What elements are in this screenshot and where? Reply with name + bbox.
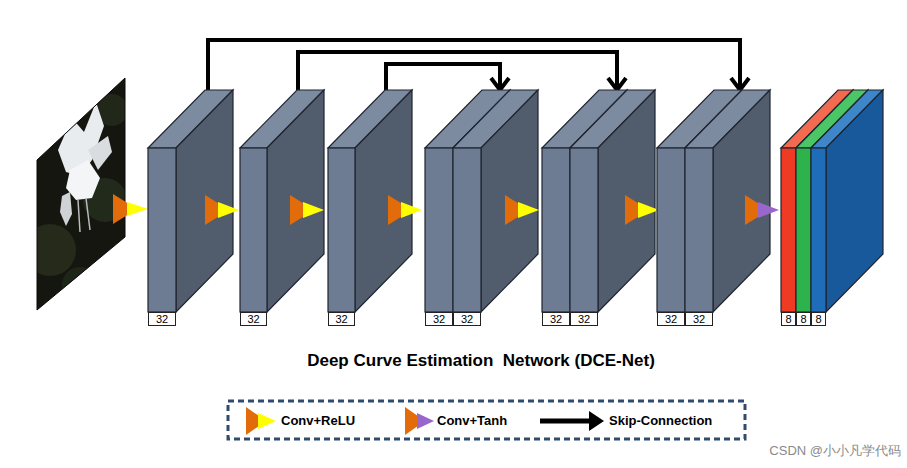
channel-count: 32	[453, 312, 481, 326]
bird-legs	[78, 198, 90, 232]
block-shape	[328, 90, 412, 312]
channel-count: 32	[425, 312, 453, 326]
conv-layer-block: 32	[328, 90, 412, 326]
slab-front	[811, 148, 826, 312]
block-shape	[240, 90, 324, 312]
bird-neck	[60, 192, 72, 226]
slab-side	[355, 90, 412, 312]
slab-front	[570, 148, 598, 312]
conv-relu-symbol	[638, 202, 659, 218]
conv-layer-block: 32	[148, 90, 233, 326]
block-shape	[781, 90, 883, 312]
diagram-title: Deep Curve Estimation Network (DCE-Net)	[307, 351, 655, 371]
conv-layer-block: 3232	[657, 90, 770, 326]
slab-side	[481, 90, 538, 312]
legend-label: Conv+ReLU	[281, 413, 355, 429]
slab-front	[453, 148, 481, 312]
skip-connection	[386, 64, 509, 90]
conv-layer-block: 32	[240, 90, 324, 326]
conv-tanh-symbol	[417, 413, 434, 429]
bird-body	[66, 160, 100, 200]
conv-relu-symbol	[258, 413, 276, 429]
conv-relu-symbol	[303, 202, 324, 218]
image-ground	[30, 70, 130, 320]
channel-count: 8	[781, 312, 796, 326]
channel-count: 32	[570, 312, 598, 326]
block-shape	[425, 90, 538, 312]
channel-count: 32	[685, 312, 713, 326]
conv-relu-symbol	[518, 202, 539, 218]
conv-relu-symbol	[127, 202, 148, 216]
channel-count: 32	[148, 312, 176, 326]
image-frame	[37, 78, 125, 310]
slab-front	[542, 148, 570, 312]
slab-front	[781, 148, 796, 312]
conv-tanh-symbol	[758, 202, 779, 218]
skip-connection	[298, 52, 626, 90]
channel-count: 8	[796, 312, 811, 326]
conv-relu-symbol	[401, 202, 422, 218]
legend-label: Conv+Tanh	[437, 413, 507, 429]
slab-side	[176, 90, 233, 312]
block-shape	[542, 90, 655, 312]
slab-side	[713, 90, 770, 312]
slab-front	[148, 148, 176, 312]
slab-front	[240, 148, 267, 312]
foliage	[24, 224, 76, 276]
skip-connection	[208, 40, 749, 90]
slab-front	[328, 148, 355, 312]
watermark: CSDN @小小凡学代码	[769, 443, 901, 459]
slab-front	[425, 148, 453, 312]
skip-arrow-sample	[540, 419, 592, 424]
skip-arrow-sample	[589, 411, 604, 431]
slab-front	[657, 148, 685, 312]
block-shape	[148, 90, 233, 312]
channel-count: 32	[328, 312, 355, 326]
conv-layer-block: 3232	[542, 90, 655, 326]
slab-front	[685, 148, 713, 312]
legend-frame	[228, 401, 745, 439]
slab-side	[598, 90, 655, 312]
channel-count: 32	[542, 312, 570, 326]
bird-wing	[88, 136, 112, 170]
channel-count: 32	[657, 312, 685, 326]
conv-relu-symbol	[218, 202, 239, 218]
slab-side	[826, 90, 883, 312]
output-curve-maps: 888	[781, 90, 883, 326]
conv-layer-block: 3232	[425, 90, 538, 326]
block-shape	[657, 90, 770, 312]
slab-front	[796, 148, 811, 312]
channel-count: 32	[240, 312, 267, 326]
slab-side	[267, 90, 324, 312]
legend-label: Skip-Connection	[609, 413, 712, 429]
channel-count: 8	[811, 312, 826, 326]
